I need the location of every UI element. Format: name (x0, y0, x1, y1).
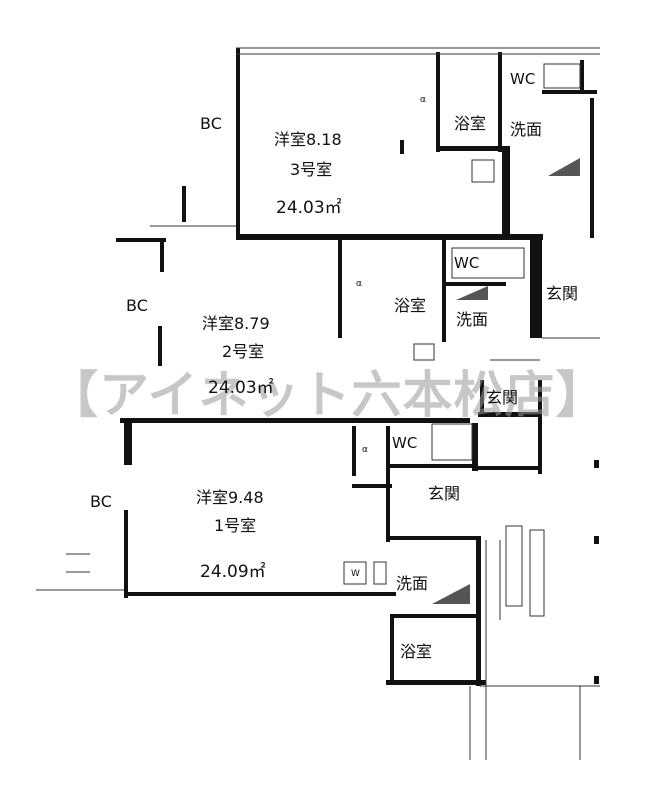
unit-3-walls (236, 48, 597, 240)
unit-3-room-label: 洋室8.18 (274, 130, 342, 149)
unit-2-toilet-label: WC (454, 254, 480, 272)
corridor-stair-rail (505, 525, 523, 607)
closet-mark-unit-2: α (356, 279, 362, 289)
watermark-text: 【アイネット六本松店】 (48, 366, 607, 424)
unit-3-area-label: 24.03㎡ (276, 198, 342, 218)
unit-2-balcony-post (124, 423, 132, 465)
corridor-tick-1 (594, 460, 599, 468)
unit-1-washroom-label: 洗面 (396, 574, 429, 593)
unit-1-washer (373, 561, 387, 585)
unit-2-sink (413, 343, 435, 361)
unit-2-stair-mark (456, 286, 488, 300)
unit-1-number-label: 1号室 (214, 516, 257, 535)
unit-1-sink (343, 561, 367, 585)
closet-mark-unit-3: α (420, 95, 426, 105)
unit-1-balcony-label: BC (90, 492, 112, 511)
unit-1-toilet (431, 423, 473, 461)
unit-3-stair-mark (548, 158, 580, 176)
unit-2-washroom-label: 洗面 (456, 310, 489, 329)
unit-3-bath-label: 浴室 (454, 114, 487, 133)
corridor-tick-3 (594, 676, 599, 684)
unit-2-entrance-label: 玄関 (546, 284, 579, 303)
closet-mark-unit-1: α (362, 445, 368, 455)
unit-3-number-label: 3号室 (290, 160, 333, 179)
corridor-tick-2 (594, 536, 599, 544)
corridor-stair-rail-2 (529, 529, 545, 617)
unit-3-toilet (543, 63, 581, 89)
unit-2-balcony-label: BC (126, 296, 148, 315)
unit-1-walls (124, 423, 542, 686)
unit-3-toilet-label: WC (510, 70, 536, 88)
unit-2-number-label: 2号室 (222, 342, 265, 361)
unit-1-area-label: 24.09㎡ (200, 562, 266, 582)
unit-1-toilet-label: WC (392, 434, 418, 452)
unit-2-bath-label: 浴室 (394, 296, 427, 315)
unit-1-stair-mark (432, 584, 470, 604)
washer-note: W (351, 569, 360, 579)
unit-1-room-label: 洋室9.48 (196, 488, 264, 507)
unit-3-balcony-label: BC (200, 114, 222, 133)
unit-1-bath-label: 浴室 (400, 642, 433, 661)
unit-2-toilet (451, 247, 525, 279)
unit-1-entrance-label: 玄関 (428, 484, 461, 503)
unit-3-sink (471, 159, 495, 183)
unit-2-area-label: 24.03㎡ (208, 378, 274, 398)
corridor-entrance-label: 玄関 (486, 388, 519, 407)
unit-2-walls (116, 238, 542, 474)
unit-3-washroom-label: 洗面 (510, 120, 543, 139)
unit-3-balcony-post (182, 186, 186, 222)
unit-2-room-label: 洋室8.79 (202, 314, 270, 333)
